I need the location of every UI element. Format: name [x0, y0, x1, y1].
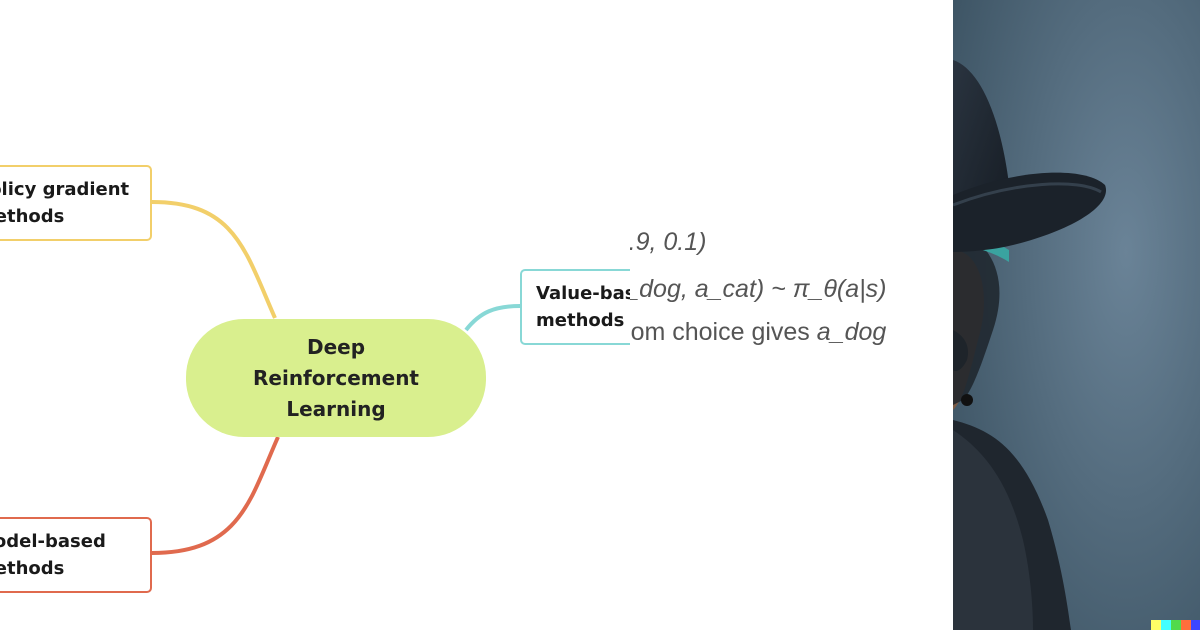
formula-line-sampling: (a_dog, a_cat) ~ π_θ(a|s) — [630, 275, 887, 303]
formula-line-result: Random choice gives a_dog — [630, 318, 942, 347]
watermark-swatch — [1191, 620, 1200, 630]
connector-value — [464, 304, 521, 332]
watermark-swatch — [1171, 620, 1181, 630]
watermark-swatch — [1161, 620, 1171, 630]
connector-model — [151, 436, 280, 555]
branch-node-model-based: Model-based methods — [0, 517, 152, 593]
connector-lines — [151, 200, 521, 555]
watermark-swatch — [1151, 620, 1161, 630]
branch-node-value-based: Value-based methods — [520, 269, 630, 345]
mind-map-diagram: Policy gradient methods Model-based meth… — [0, 165, 630, 593]
center-node-deep-rl: Deep Reinforcement Learning — [186, 319, 486, 437]
formula-panel: π_θ(a|s) = (0.9, 0.1) (a_dog, a_cat) ~ π… — [630, 0, 953, 630]
branch-node-policy-gradient: Policy gradient methods — [0, 165, 152, 241]
formula-result-prefix: Random choice gives — [630, 318, 810, 346]
hat-figure-avatar-icon — [953, 0, 1200, 630]
watermark-color-bar — [1151, 620, 1200, 630]
connector-policy — [151, 200, 277, 319]
formula-result-var: a_dog — [816, 318, 887, 346]
watermark-swatch — [1181, 620, 1191, 630]
formula-line-policy-output: π_θ(a|s) = (0.9, 0.1) — [630, 228, 707, 256]
